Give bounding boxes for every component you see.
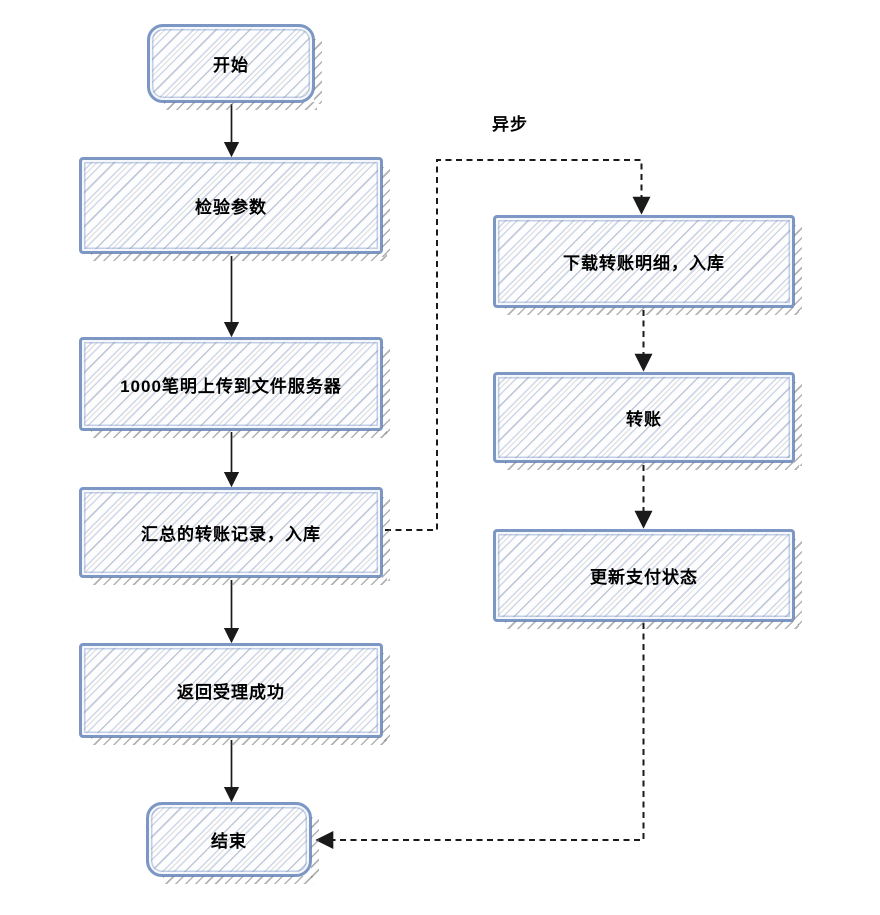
edge-summary-to-download-async [385,159,651,531]
node-return-accept-success-label: 返回受理成功 [177,683,285,702]
node-transfer: 转账 [493,372,802,470]
node-update-payment-status-label: 更新支付状态 [590,568,698,587]
node-download-transfer-detail-label: 下载转账明细，入库 [563,254,725,273]
node-end: 结束 [146,802,319,884]
edge-update-to-end [315,623,645,849]
node-start: 开始 [147,24,322,110]
edge-label-async: 异步 [492,115,528,134]
node-validate-params-label: 检验参数 [195,198,267,217]
node-update-payment-status: 更新支付状态 [493,529,802,629]
node-start-label: 开始 [213,56,249,75]
node-validate-params: 检验参数 [79,157,390,261]
node-upload-to-file-server: 1000笔明上传到文件服务器 [79,337,390,438]
node-store-summary-records-label: 汇总的转账记录，入库 [141,525,321,544]
node-store-summary-records: 汇总的转账记录，入库 [79,487,390,585]
node-download-transfer-detail: 下载转账明细，入库 [493,215,802,315]
node-upload-to-file-server-label: 1000笔明上传到文件服务器 [120,376,342,396]
node-end-label: 结束 [211,832,247,851]
node-return-accept-success: 返回受理成功 [79,643,390,745]
node-transfer-label: 转账 [626,410,662,429]
